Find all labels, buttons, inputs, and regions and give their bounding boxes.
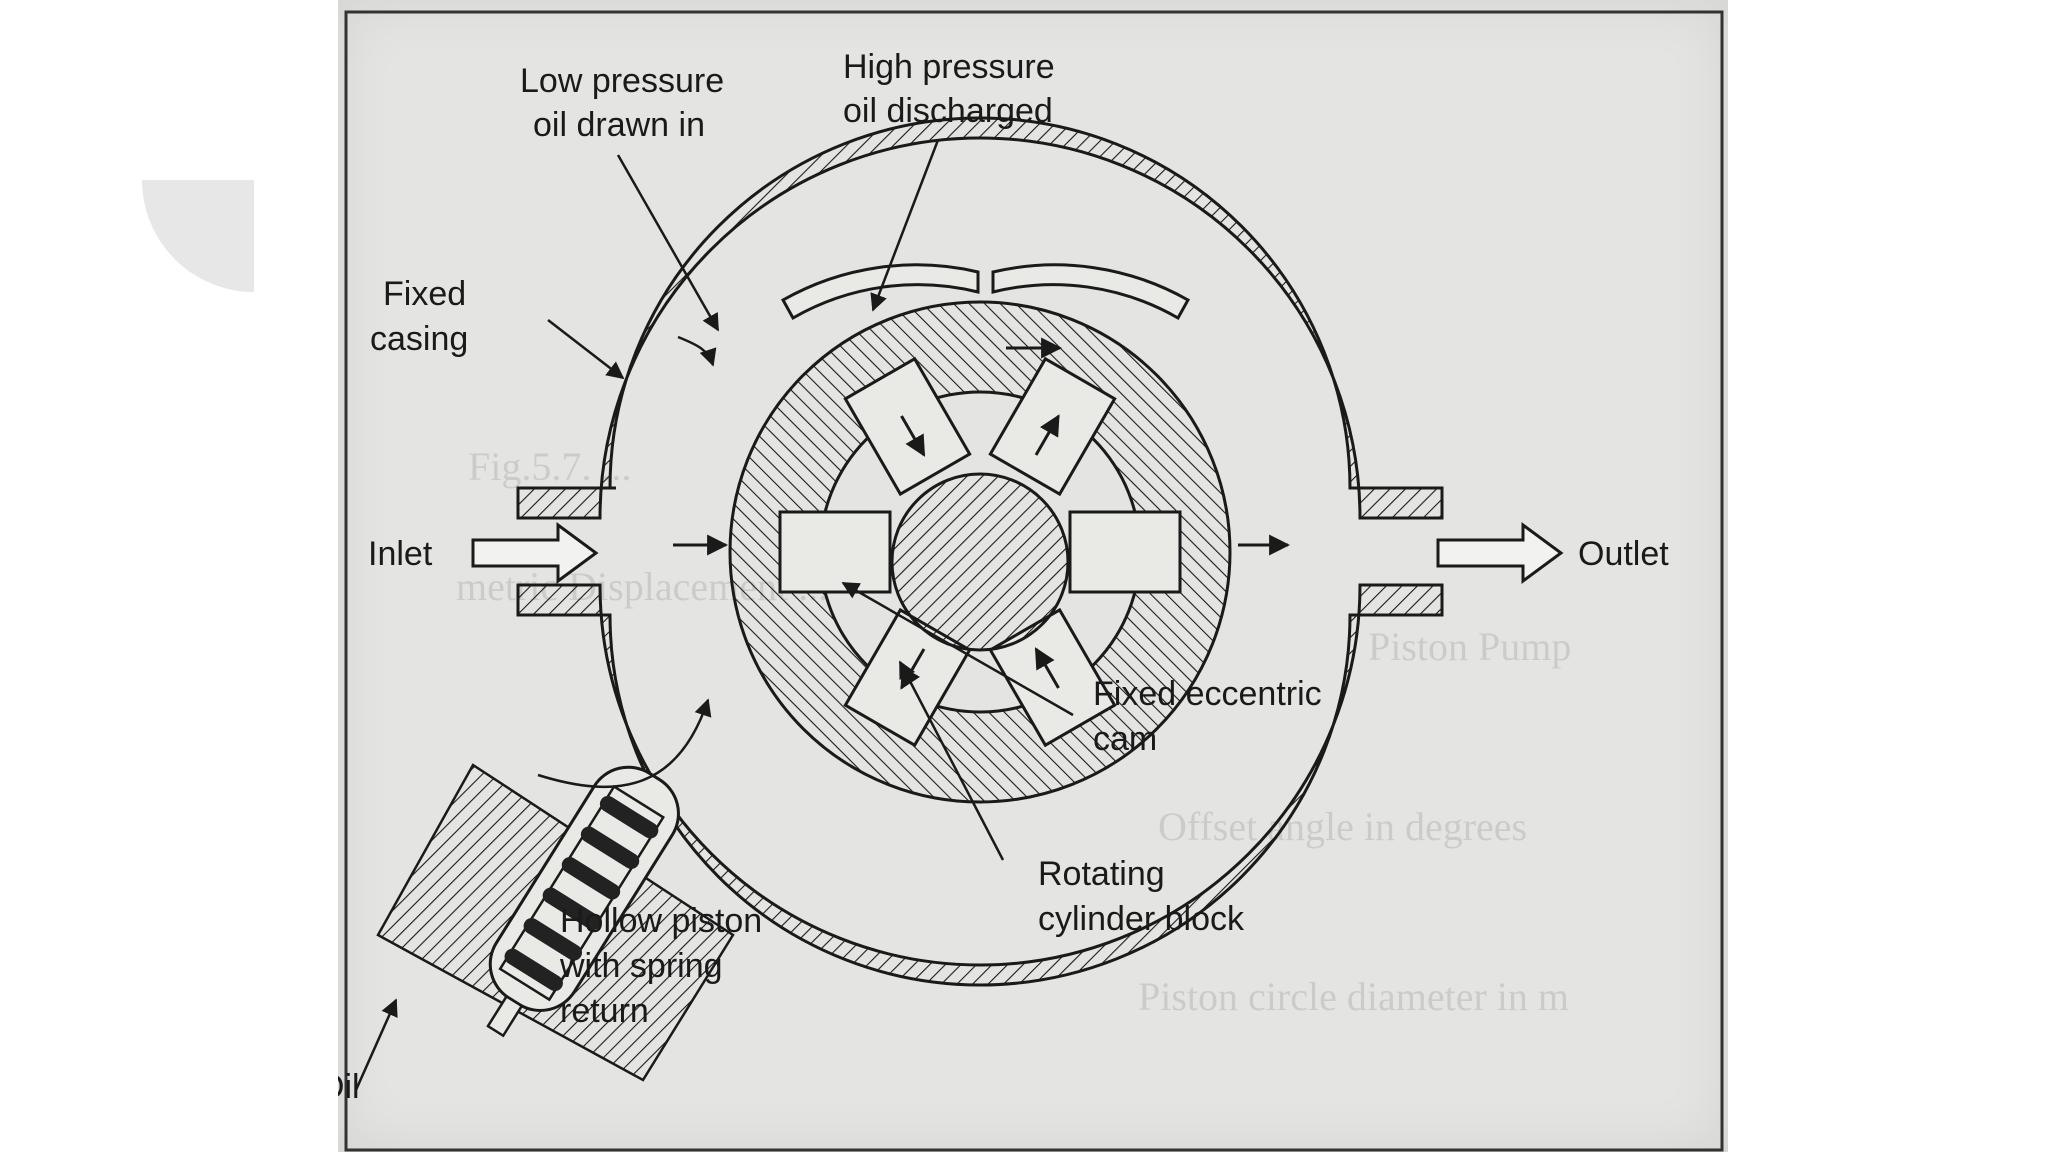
radial-piston-pump-diagram: Fig.5.7. ... metric Displacement ... Pis…	[338, 10, 1724, 1152]
pump-diagram-figure: Fig.5.7. ... metric Displacement ... Pis…	[338, 0, 1728, 1152]
label-low-pressure-2: oil drawn in	[533, 106, 705, 144]
label-fixed-cam-1: Fixed eccentric	[1093, 675, 1322, 713]
label-fixed-cam-2: cam	[1093, 720, 1157, 758]
label-rotating-block-1: Rotating	[1038, 855, 1165, 893]
fixed-eccentric-cam	[890, 472, 1070, 652]
label-hollow-piston-3: return	[560, 992, 649, 1030]
svg-text:Offset angle in degrees: Offset angle in degrees	[1158, 804, 1527, 849]
figure-border	[344, 10, 1724, 1152]
spring-icon	[504, 795, 659, 992]
pistons	[673, 356, 1291, 748]
svg-text:Piston Pump: Piston Pump	[1368, 624, 1571, 669]
outlet-port	[991, 263, 1191, 321]
label-rotating-block-2: cylinder block	[1038, 900, 1245, 938]
label-oil: Oil	[338, 1068, 360, 1106]
inlet-hollow-arrow-icon	[471, 522, 599, 584]
label-low-pressure-1: Low pressure	[520, 62, 724, 100]
label-fixed-casing-1: Fixed	[383, 275, 466, 313]
svg-text:Piston circle diameter in m: Piston circle diameter in m	[1138, 974, 1569, 1019]
leader-lines	[354, 139, 1074, 1091]
label-outlet: Outlet	[1578, 535, 1669, 573]
label-fixed-casing-2: casing	[370, 320, 468, 358]
label-inlet: Inlet	[368, 535, 433, 573]
labels: Low pressure oil drawn in High pressure …	[338, 48, 1669, 1106]
inlet-port	[780, 263, 980, 321]
label-hollow-piston-1: Hollow piston	[560, 902, 762, 940]
piston-top-right	[988, 356, 1117, 497]
outlet-hollow-arrow-icon	[1436, 522, 1564, 584]
label-hollow-piston-2: with spring	[559, 947, 723, 985]
label-high-pressure-1: High pressure	[843, 48, 1055, 86]
piston-top-left	[843, 356, 972, 497]
decorative-quarter-circle	[142, 180, 254, 292]
piston-left	[778, 510, 892, 594]
fixed-casing	[516, 116, 1444, 987]
label-high-pressure-2: oil discharged	[843, 92, 1053, 130]
piston-right	[1068, 510, 1182, 594]
hollow-piston-inset	[376, 763, 735, 1082]
